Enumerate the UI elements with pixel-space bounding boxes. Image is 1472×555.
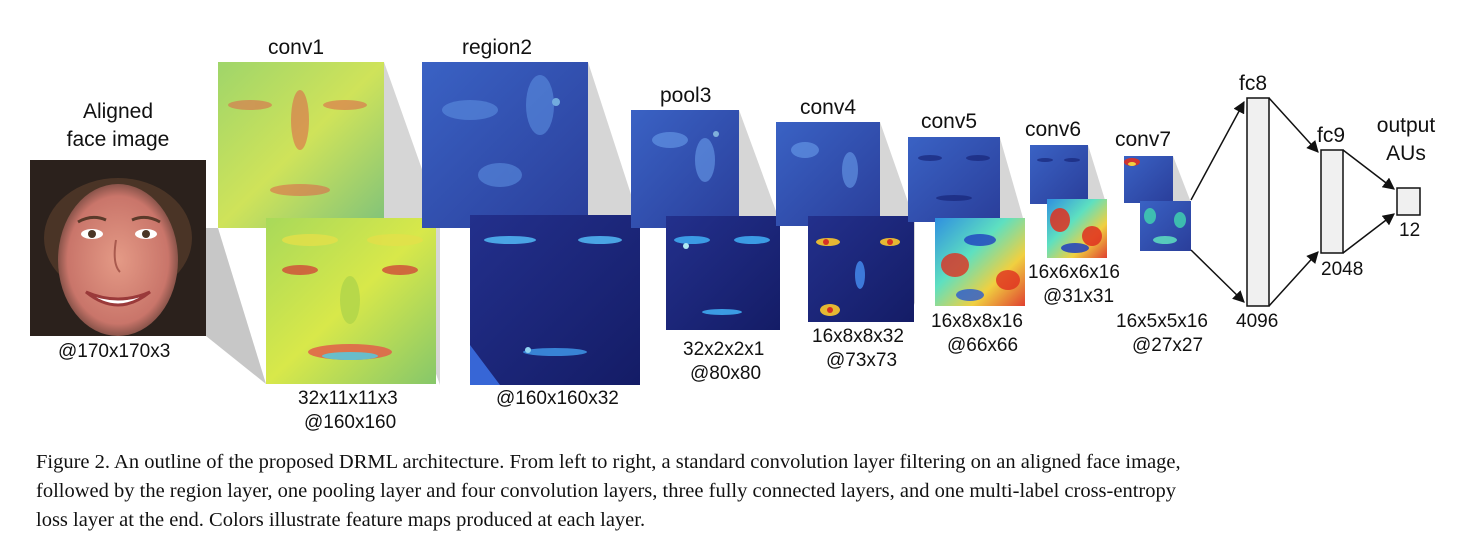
conv1-size-label: @160x160 bbox=[304, 412, 397, 433]
output-units-label: 12 bbox=[1399, 220, 1421, 241]
output-title: output AUs bbox=[1364, 112, 1448, 168]
pool3-filter-label: 32x2x2x1 bbox=[683, 339, 765, 360]
conv6-title: conv6 bbox=[1025, 118, 1082, 141]
fc8-box bbox=[1246, 97, 1270, 307]
conv5-filter-label: 16x8x8x16 bbox=[931, 311, 1023, 332]
conv5-front-features bbox=[941, 234, 1020, 301]
band-input-conv1 bbox=[206, 228, 266, 384]
pool3-size-label: @80x80 bbox=[690, 363, 762, 384]
conv7-front-features bbox=[1144, 208, 1186, 244]
output-title-line2: AUs bbox=[1386, 142, 1426, 165]
conv7-size-label: @27x27 bbox=[1132, 335, 1204, 356]
fc8-units-label: 4096 bbox=[1236, 311, 1279, 332]
arrow-conv7-fc8-bottom bbox=[1190, 249, 1245, 303]
architecture-diagram: Aligned face image @170x170x3 conv1 32x1… bbox=[30, 36, 1448, 433]
output-title-line1: output bbox=[1376, 114, 1436, 137]
conv4-size-label: @73x73 bbox=[826, 350, 898, 371]
arrow-fc9-output-top bbox=[1342, 149, 1395, 190]
caption-line-3: loss layer at the end. Colors illustrate… bbox=[36, 509, 646, 531]
fc9-title: fc9 bbox=[1317, 124, 1346, 147]
fc8-title: fc8 bbox=[1239, 72, 1268, 95]
input-title-line2: face image bbox=[66, 128, 170, 151]
conv4-filter-label: 16x8x8x32 bbox=[812, 326, 904, 347]
conv1-front-features bbox=[282, 234, 423, 360]
input-size-label: @170x170x3 bbox=[58, 341, 171, 362]
conv4-title: conv4 bbox=[800, 96, 857, 119]
arrow-fc9-output-bottom bbox=[1342, 213, 1395, 254]
conv5-back-features bbox=[918, 155, 990, 201]
pool3-map-back bbox=[631, 110, 739, 228]
conv4-back-features bbox=[791, 142, 858, 188]
fc9-box bbox=[1320, 149, 1344, 254]
conv5-title: conv5 bbox=[921, 110, 978, 133]
conv5-map-back bbox=[908, 137, 1000, 222]
arrow-fc8-fc9-bottom bbox=[1268, 251, 1319, 307]
fc9-units-label: 2048 bbox=[1321, 259, 1364, 280]
conv1-back-features bbox=[228, 90, 367, 196]
conv1-title: conv1 bbox=[268, 36, 325, 59]
conv6-front-features bbox=[1050, 208, 1102, 253]
output-box bbox=[1396, 187, 1421, 216]
figure-caption: Figure 2. An outline of the proposed DRM… bbox=[36, 448, 1446, 535]
input-title: Aligned face image bbox=[60, 98, 176, 154]
conv7-filter-label: 16x5x5x16 bbox=[1116, 311, 1208, 332]
region2-map-back bbox=[422, 62, 588, 228]
arrows bbox=[1190, 97, 1395, 307]
caption-line-2: followed by the region layer, one poolin… bbox=[36, 480, 1176, 502]
conv6-filter-label: 16x6x6x16 bbox=[1028, 262, 1120, 283]
conv1-filter-label: 32x11x11x3 bbox=[298, 388, 398, 409]
conv4-map-back bbox=[776, 122, 880, 226]
aligned-face-image bbox=[30, 160, 206, 336]
input-title-line1: Aligned bbox=[82, 100, 154, 123]
conv4-front-features bbox=[816, 238, 900, 316]
conv6-back-features bbox=[1037, 158, 1080, 162]
conv5-size-label: @66x66 bbox=[947, 335, 1019, 356]
pool3-front-features bbox=[674, 236, 770, 315]
arrow-conv7-fc8-top bbox=[1190, 100, 1245, 201]
diagram-canvas bbox=[206, 62, 1421, 385]
conv6-size-label: @31x31 bbox=[1043, 286, 1115, 307]
region2-title: region2 bbox=[462, 36, 533, 59]
face-photo-graphic bbox=[30, 160, 206, 336]
pool3-back-features bbox=[652, 131, 719, 182]
conv6-map-back bbox=[1030, 145, 1088, 204]
conv7-back-features bbox=[1124, 158, 1140, 166]
caption-line-1: Figure 2. An outline of the proposed DRM… bbox=[36, 451, 1181, 473]
region2-front-features bbox=[470, 236, 622, 385]
pool3-title: pool3 bbox=[660, 84, 712, 107]
arrow-fc8-fc9-top bbox=[1268, 97, 1319, 153]
region2-size-label: @160x160x32 bbox=[496, 388, 619, 409]
region2-back-features bbox=[442, 75, 560, 187]
conv7-title: conv7 bbox=[1115, 128, 1172, 151]
